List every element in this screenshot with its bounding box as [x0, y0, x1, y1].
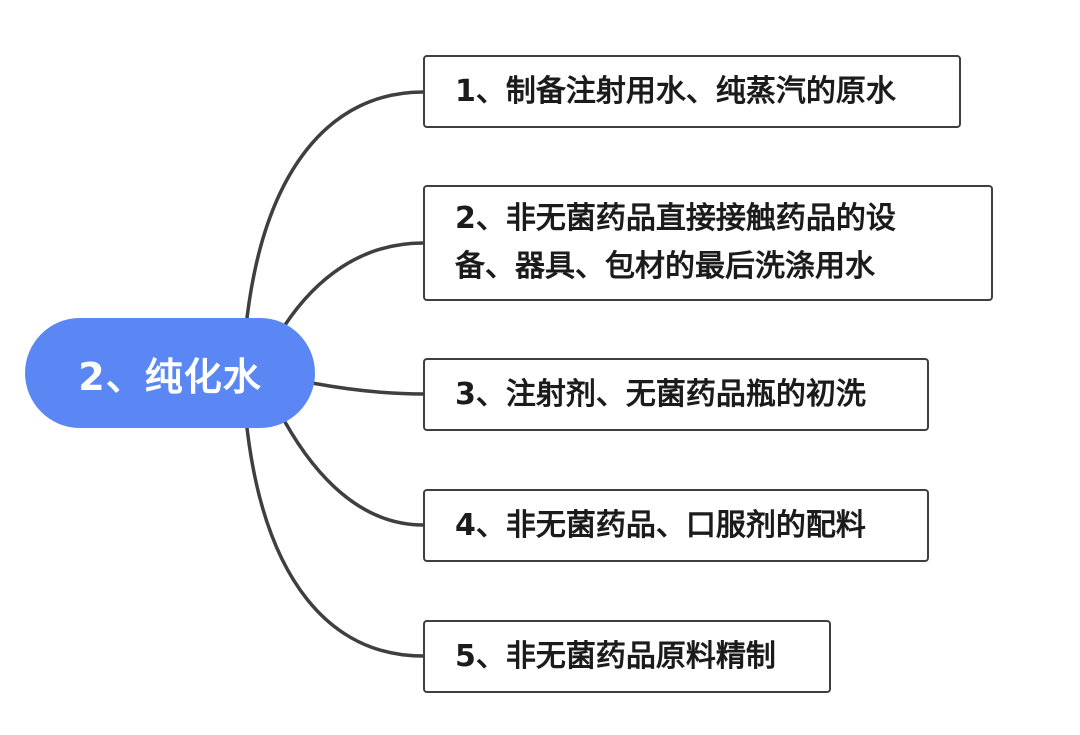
root-node[interactable]: 2、纯化水 [25, 318, 315, 428]
connector-4 [283, 420, 425, 527]
branch-node-2-label: 2、非无菌药品直接接触药品的设 备、器具、包材的最后洗涤用水 [455, 201, 896, 284]
branch-node-5-label: 5、非无菌药品原料精制 [455, 638, 776, 674]
branch-node-4-label: 4、非无菌药品、口服剂的配料 [455, 507, 866, 543]
branch-node-3[interactable]: 3、注射剂、无菌药品瓶的初洗 [423, 358, 929, 431]
root-node-label: 2、纯化水 [78, 354, 262, 399]
branch-node-5[interactable]: 5、非无菌药品原料精制 [423, 620, 831, 693]
connector-1 [245, 90, 425, 320]
branch-node-4[interactable]: 4、非无菌药品、口服剂的配料 [423, 489, 929, 562]
connector-3 [310, 381, 425, 396]
branch-node-1[interactable]: 1、制备注射用水、纯蒸汽的原水 [423, 55, 961, 128]
connector-5 [245, 426, 425, 658]
connector-2 [283, 241, 425, 327]
branch-node-3-label: 3、注射剂、无菌药品瓶的初洗 [455, 376, 866, 412]
branch-node-2[interactable]: 2、非无菌药品直接接触药品的设 备、器具、包材的最后洗涤用水 [423, 185, 993, 301]
branch-node-1-label: 1、制备注射用水、纯蒸汽的原水 [455, 73, 896, 109]
